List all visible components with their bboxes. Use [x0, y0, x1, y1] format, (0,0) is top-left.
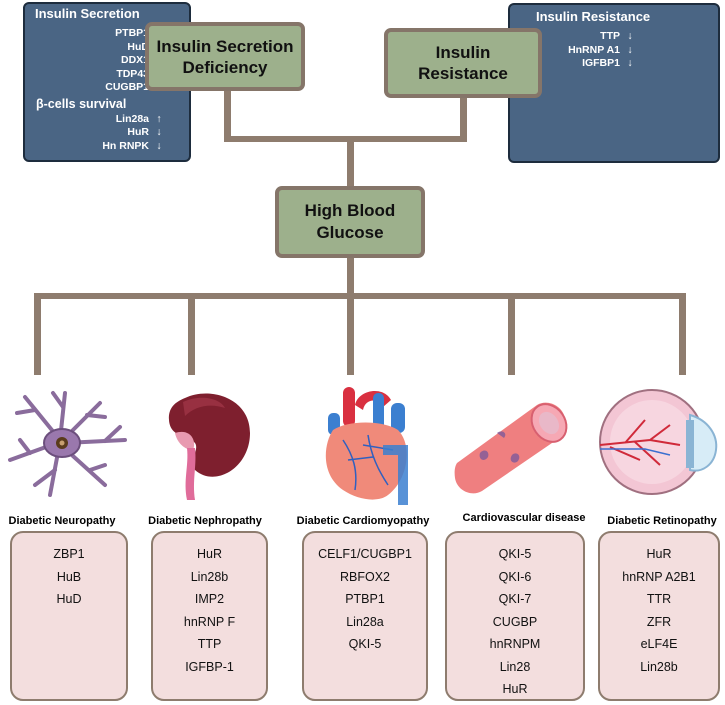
heart-icon: [325, 387, 408, 505]
insulin-secretion-title: Insulin Secretion: [35, 6, 140, 21]
gene-item: TTP: [197, 637, 222, 651]
connector-center-stem: [347, 136, 354, 188]
connector-top-bar: [224, 136, 467, 142]
down-arrow-icon: ↓: [627, 57, 633, 69]
connector-left-stem: [224, 90, 231, 141]
gene-row: HuR ↓: [31, 126, 169, 140]
disease-title: Diabetic Cardiomyopathy: [296, 515, 430, 527]
beta-cell-survival-title: β-cells survival: [36, 96, 127, 111]
gene-label: PTBP1: [115, 27, 149, 39]
gene-item: hnRNPM: [489, 637, 541, 651]
insulin-secretion-deficiency-node: Insulin Secretion Deficiency: [145, 22, 305, 91]
gene-label: HuD: [127, 40, 149, 53]
disease-title: Diabetic Neuropathy: [8, 515, 116, 527]
gene-item: TTR: [646, 592, 672, 606]
eye-icon: [599, 389, 718, 495]
gene-row: Lin28a ↑: [31, 113, 169, 127]
connector-right-stem: [460, 96, 467, 141]
gene-item: HuR: [502, 682, 528, 696]
gene-label: TDP43: [116, 67, 149, 80]
insulin-secretion-deficiency-label: Insulin Secretion Deficiency: [156, 36, 294, 77]
gene-item: ZBP1: [53, 547, 85, 561]
gene-label: DDX1: [120, 54, 149, 66]
gene-item: hnRNP F: [183, 614, 236, 629]
kidney-icon: [168, 393, 250, 500]
disease-title: Cardiovascular disease: [462, 512, 586, 524]
resistance-gene-list: TTP ↓ HnRNP A1 ↓ IGFBP1 ↓: [518, 30, 640, 71]
insulin-resistance-node: Insulin Resistance: [384, 28, 542, 98]
gene-item: CUGBP: [492, 614, 538, 629]
gene-item: Lin28a: [346, 614, 384, 629]
gene-row: TTP ↓: [518, 30, 640, 44]
up-arrow-icon: ↑: [156, 112, 162, 125]
down-arrow-icon: ↓: [627, 30, 633, 42]
insulin-resistance-label: Insulin Resistance: [418, 43, 508, 83]
gene-label: Hn RNPK: [102, 139, 149, 152]
gene-item: ZFR: [646, 614, 672, 629]
gene-row: IGFBP1 ↓: [518, 57, 640, 71]
gene-label: IGFBP1: [582, 57, 620, 69]
connector-drop-1: [34, 293, 41, 375]
gene-item: HuR: [646, 547, 672, 561]
gene-item: CELF1/CUGBP1: [318, 547, 412, 561]
gene-item: RBFOX2: [339, 569, 390, 584]
gene-row: Hn RNPK ↓: [31, 140, 169, 154]
gene-row: HnRNP A1 ↓: [518, 44, 640, 58]
connector-drop-2: [188, 293, 195, 375]
gene-item: QKI-7: [498, 592, 532, 606]
gene-item: QKI-5: [348, 637, 382, 651]
gene-item: PTBP1: [345, 592, 385, 606]
connector-glucose-stem: [347, 256, 354, 298]
gene-label: TTP: [600, 30, 620, 42]
gene-item: eLF4E: [640, 637, 678, 651]
gene-item: HuB: [56, 569, 82, 584]
high-blood-glucose-node: High Blood Glucose: [275, 186, 425, 258]
gene-item: Lin28b: [190, 569, 229, 584]
insulin-resistance-panel: Insulin Resistance TTP ↓ HnRNP A1 ↓ IGFBP1 ↓: [508, 3, 720, 163]
down-arrow-icon: ↓: [627, 43, 633, 56]
down-arrow-icon: ↓: [156, 126, 162, 138]
gene-item: HuD: [56, 592, 82, 606]
connector-bottom-bar: [34, 293, 686, 299]
disease-title: Diabetic Retinopathy: [607, 515, 717, 527]
gene-item: hnRNP A2B1: [622, 569, 696, 584]
gene-item: Lin28: [499, 659, 531, 674]
gene-item: IMP2: [194, 592, 225, 606]
connector-drop-3: [347, 293, 354, 375]
gene-item: QKI-6: [498, 569, 532, 584]
gene-label: CUGBP1: [105, 81, 149, 93]
disease-title: Diabetic Nephropathy: [148, 515, 262, 527]
gene-item: QKI-5: [498, 547, 532, 561]
gene-item: IGFBP-1: [185, 659, 234, 674]
gene-label: HnRNP A1: [568, 43, 620, 56]
connector-drop-4: [508, 293, 515, 375]
insulin-resistance-title: Insulin Resistance: [536, 9, 651, 24]
gene-item: Lin28b: [640, 659, 678, 674]
gene-item: HuR: [196, 547, 222, 561]
gene-label: HuR: [127, 126, 149, 138]
blood-vessel-icon: [454, 402, 568, 494]
beta-cell-gene-list: Lin28a ↑ HuR ↓ Hn RNPK ↓: [31, 113, 183, 154]
connector-drop-5: [679, 293, 686, 375]
gene-label: Lin28a: [115, 112, 149, 125]
down-arrow-icon: ↓: [156, 139, 162, 152]
high-blood-glucose-label: High Blood Glucose: [304, 201, 396, 242]
neuron-icon: [8, 391, 127, 497]
